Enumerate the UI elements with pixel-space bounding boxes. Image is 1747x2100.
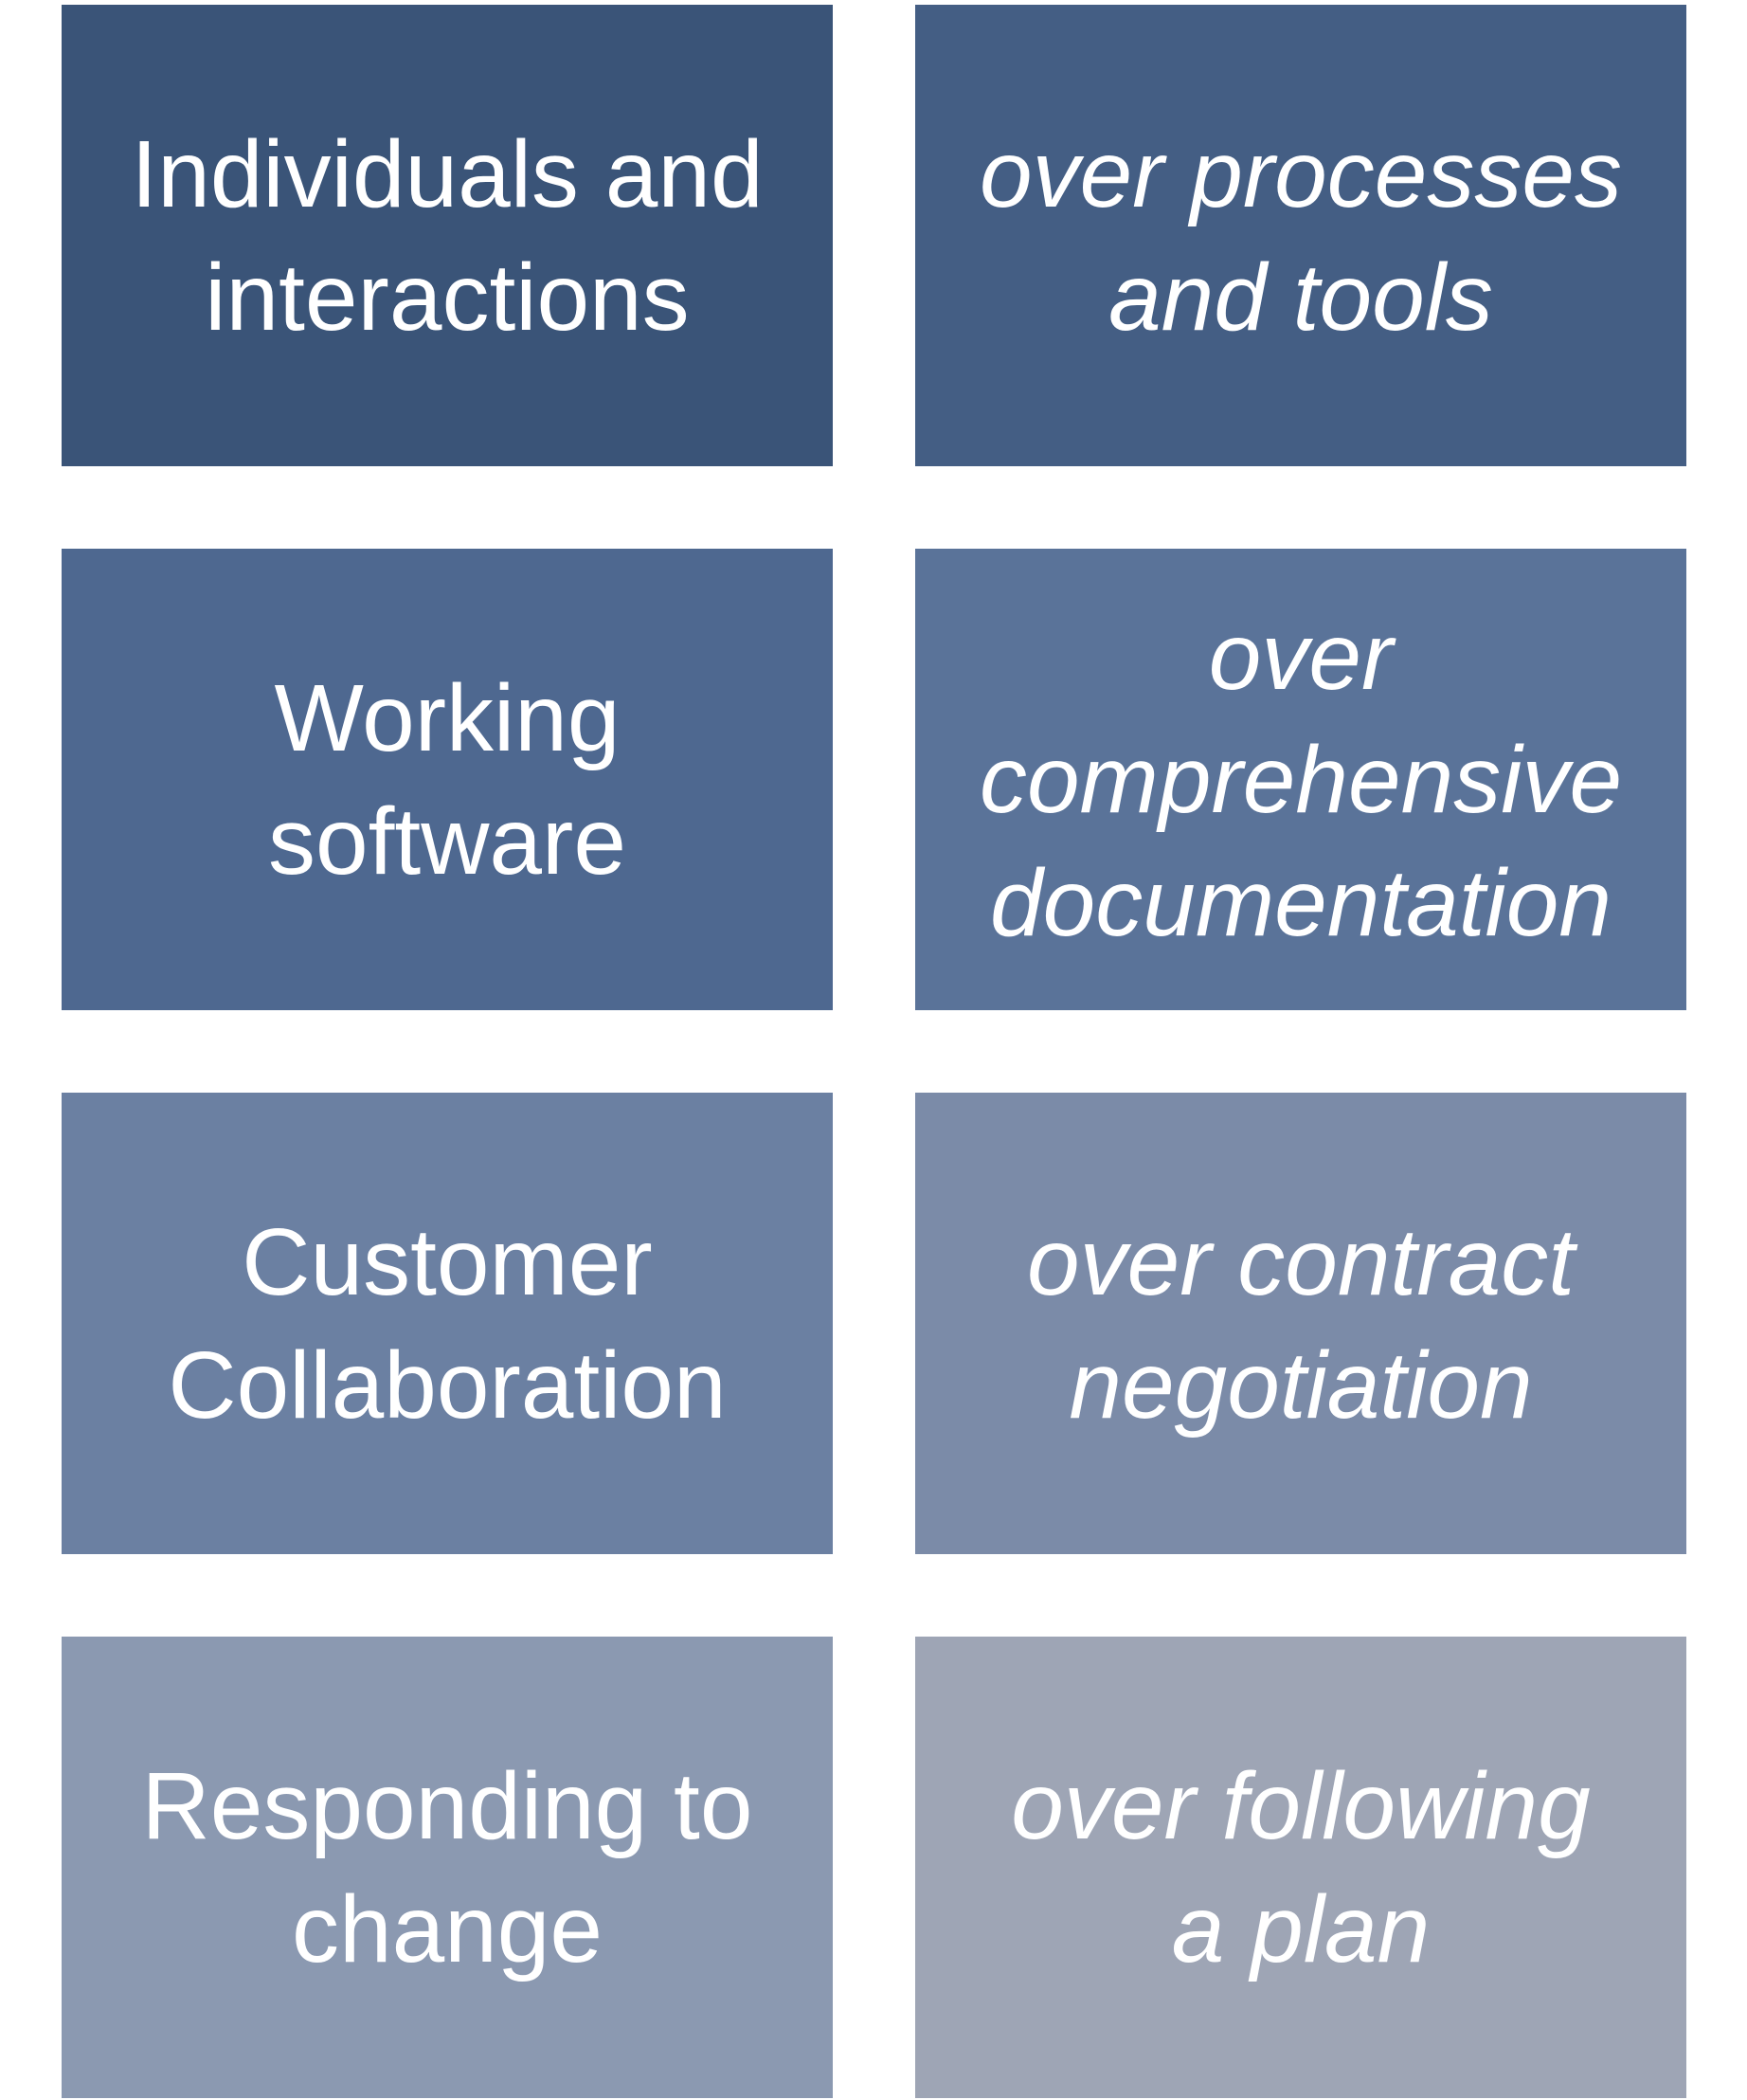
- over-box-4: over following a plan: [915, 1637, 1686, 2098]
- value-text-4: Responding to change: [141, 1752, 753, 1982]
- over-box-1: over processes and tools: [915, 5, 1686, 466]
- over-text-3: over contract negotiation: [1026, 1208, 1576, 1439]
- value-box-3: Customer Collaboration: [62, 1093, 833, 1554]
- agile-values-grid: Individuals and interactions over proces…: [62, 5, 1686, 2098]
- value-box-2: Working software: [62, 549, 833, 1010]
- over-text-4: over following a plan: [1011, 1752, 1591, 1982]
- value-box-1: Individuals and interactions: [62, 5, 833, 466]
- value-box-4: Responding to change: [62, 1637, 833, 2098]
- value-text-2: Working software: [268, 664, 626, 895]
- value-text-1: Individuals and interactions: [131, 120, 764, 351]
- over-box-3: over contract negotiation: [915, 1093, 1686, 1554]
- over-text-2: over comprehensive documentation: [979, 603, 1623, 956]
- over-text-1: over processes and tools: [979, 120, 1623, 351]
- value-text-3: Customer Collaboration: [168, 1208, 727, 1439]
- over-box-2: over comprehensive documentation: [915, 549, 1686, 1010]
